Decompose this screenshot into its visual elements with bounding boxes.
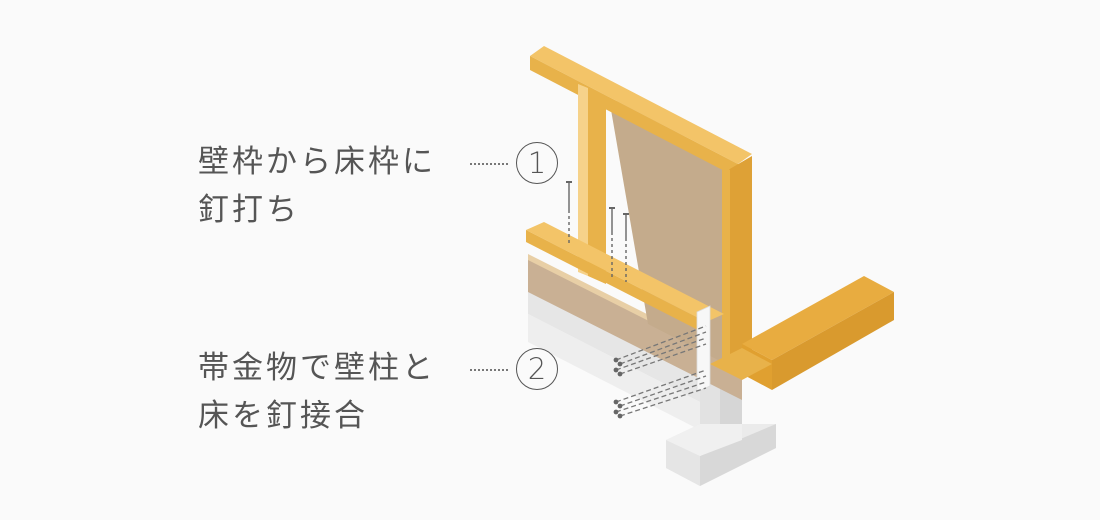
callout-1-line-1: 壁枠から床枠に [198, 144, 436, 180]
strap-nail-heads [613, 357, 623, 419]
inner-stud [578, 84, 606, 284]
callout-1-number-badge: 1 [516, 142, 558, 184]
callout-1-number: 1 [527, 146, 547, 180]
end-stud [722, 156, 752, 368]
concrete-foundation [528, 290, 776, 486]
callout-1-label: 壁枠から床枠に 釘打ち [198, 138, 436, 234]
callout-2-leader [470, 369, 508, 371]
floor-beam [710, 276, 894, 390]
callout-2-line-1: 帯金物で壁柱と [198, 350, 436, 386]
strap-nails [615, 325, 707, 417]
bottom-plate [526, 222, 724, 334]
callout-1-line-2: 釘打ち [198, 192, 300, 228]
callout-1-leader [470, 163, 508, 165]
vertical-nails [566, 181, 629, 282]
callout-2-line-2: 床を釘接合 [198, 398, 368, 434]
callout-2-number-badge: 2 [516, 348, 558, 390]
callout-2-label: 帯金物で壁柱と 床を釘接合 [198, 344, 436, 440]
callout-2-number: 2 [527, 352, 547, 386]
